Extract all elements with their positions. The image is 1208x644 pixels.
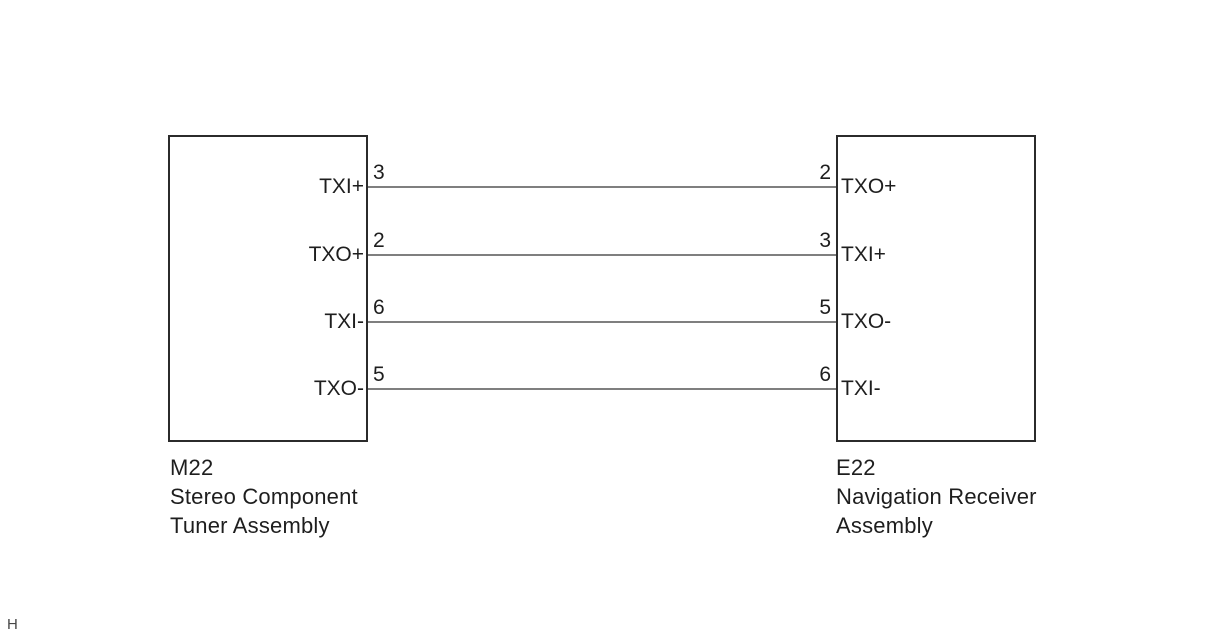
- pin-label: TXI-: [324, 310, 364, 333]
- pin-label: TXI+: [319, 175, 364, 198]
- connector-name-line: Navigation Receiver: [836, 484, 1037, 509]
- connector-caption-m22: M22 Stereo Component Tuner Assembly: [170, 453, 490, 540]
- pin-label: TXI-: [841, 377, 881, 400]
- pin-number: 2: [819, 161, 831, 184]
- pin-number: 3: [373, 161, 385, 184]
- pin-label: TXO+: [841, 175, 897, 198]
- corner-mark: H: [7, 616, 18, 633]
- wire-3: [368, 321, 836, 323]
- pin-number: 5: [819, 296, 831, 319]
- pin-label: TXO-: [313, 377, 364, 400]
- connector-code: M22: [170, 455, 214, 480]
- pin-label: TXO+: [308, 243, 364, 266]
- pin-label: TXO-: [841, 310, 892, 333]
- connector-caption-e22: E22 Navigation Receiver Assembly: [836, 453, 1156, 540]
- pin-label: TXI+: [841, 243, 886, 266]
- wire-4: [368, 388, 836, 390]
- wire-2: [368, 254, 836, 256]
- pin-number: 3: [819, 229, 831, 252]
- wire-1: [368, 186, 836, 188]
- pin-number: 6: [373, 296, 385, 319]
- connector-box-m22: [168, 135, 368, 442]
- pin-number: 6: [819, 363, 831, 386]
- connector-box-e22: [836, 135, 1036, 442]
- pin-number: 2: [373, 229, 385, 252]
- connector-name-line: Stereo Component: [170, 484, 358, 509]
- connector-name-line: Tuner Assembly: [170, 513, 330, 538]
- connector-code: E22: [836, 455, 876, 480]
- connector-name-line: Assembly: [836, 513, 933, 538]
- pin-number: 5: [373, 363, 385, 386]
